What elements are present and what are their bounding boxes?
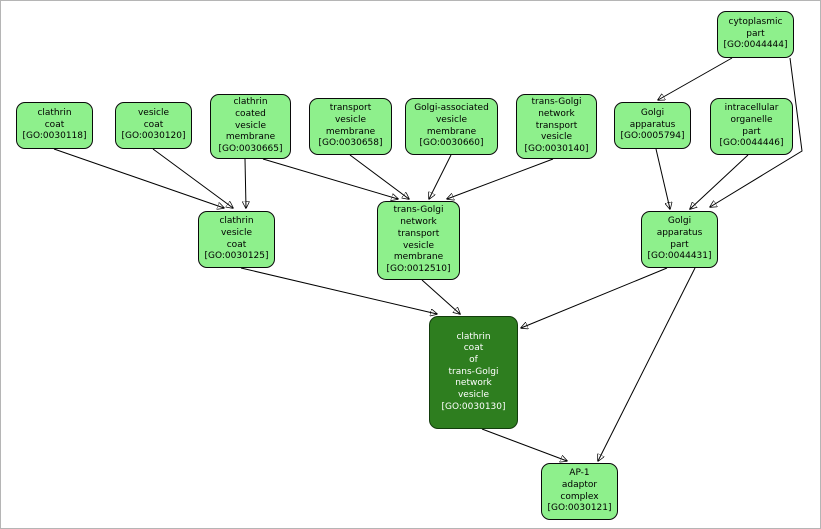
edge-tgn-tv-membrane-to-highlight <box>421 279 460 314</box>
node-go-0030665-clathrin-coated-vesicle-membrane[interactable]: clathrin coated vesicle membrane [GO:003… <box>210 94 291 159</box>
node-go-0030130-clathrin-coat-of-trans-golgi-network-vesicle[interactable]: clathrin coat of trans-Golgi network ves… <box>429 316 518 429</box>
edge-clathrin-vesicle-coat-to-highlight <box>240 267 437 314</box>
node-go-0030121-ap1-adaptor-complex[interactable]: AP-1 adaptor complex [GO:0030121] <box>541 463 618 520</box>
edge-cytoplasmic-part-to-golgi-apparatus <box>658 57 733 100</box>
edge-cytoplasmic-part-to-golgi-apparatus-part <box>710 57 803 207</box>
edge-golgi-apparatus-part-to-highlight <box>521 267 668 328</box>
node-go-0030660-golgi-associated-vesicle-membrane[interactable]: Golgi-associated vesicle membrane [GO:00… <box>405 98 498 155</box>
edge-ccv-membrane-to-clathrin-vesicle-coat <box>245 158 246 208</box>
node-go-0044431-golgi-apparatus-part[interactable]: Golgi apparatus part [GO:0044431] <box>641 211 718 268</box>
edge-clathrin-coat-to-clathrin-vesicle-coat <box>53 148 224 208</box>
edge-ccv-membrane-to-tgn-tv-membrane <box>262 158 398 199</box>
node-go-0012510-trans-golgi-network-transport-vesicle-membrane[interactable]: trans-Golgi network transport vesicle me… <box>377 201 460 280</box>
node-go-0044444-cytoplasmic-part[interactable]: cytoplasmic part [GO:0044444] <box>717 11 794 58</box>
edge-golgi-assoc-vesicle-membrane-to-tgn-tv-membrane <box>429 154 452 199</box>
edge-intracellular-organelle-part-to-golgi-apparatus-part <box>690 154 749 209</box>
node-go-0030118-clathrin-coat[interactable]: clathrin coat [GO:0030118] <box>16 102 93 149</box>
node-go-0030140-trans-golgi-network-transport-vesicle[interactable]: trans-Golgi network transport vesicle [G… <box>516 94 597 159</box>
node-go-0030120-vesicle-coat[interactable]: vesicle coat [GO:0030120] <box>115 102 192 149</box>
node-go-0044446-intracellular-organelle-part[interactable]: intracellular organelle part [GO:0044446… <box>710 98 793 155</box>
edge-golgi-apparatus-part-to-ap1 <box>598 267 696 461</box>
edge-tgn-transport-vesicle-to-tgn-tv-membrane <box>447 158 554 199</box>
node-go-0030125-clathrin-vesicle-coat[interactable]: clathrin vesicle coat [GO:0030125] <box>198 211 275 268</box>
edge-golgi-apparatus-to-golgi-apparatus-part <box>655 148 670 209</box>
node-go-0030658-transport-vesicle-membrane[interactable]: transport vesicle membrane [GO:0030658] <box>309 98 392 155</box>
edge-highlight-to-ap1 <box>481 428 567 461</box>
edge-vesicle-coat-to-clathrin-vesicle-coat <box>152 148 233 208</box>
edge-transport-vesicle-membrane-to-tgn-tv-membrane <box>349 154 409 199</box>
node-go-0005794-golgi-apparatus[interactable]: Golgi apparatus [GO:0005794] <box>614 102 691 149</box>
